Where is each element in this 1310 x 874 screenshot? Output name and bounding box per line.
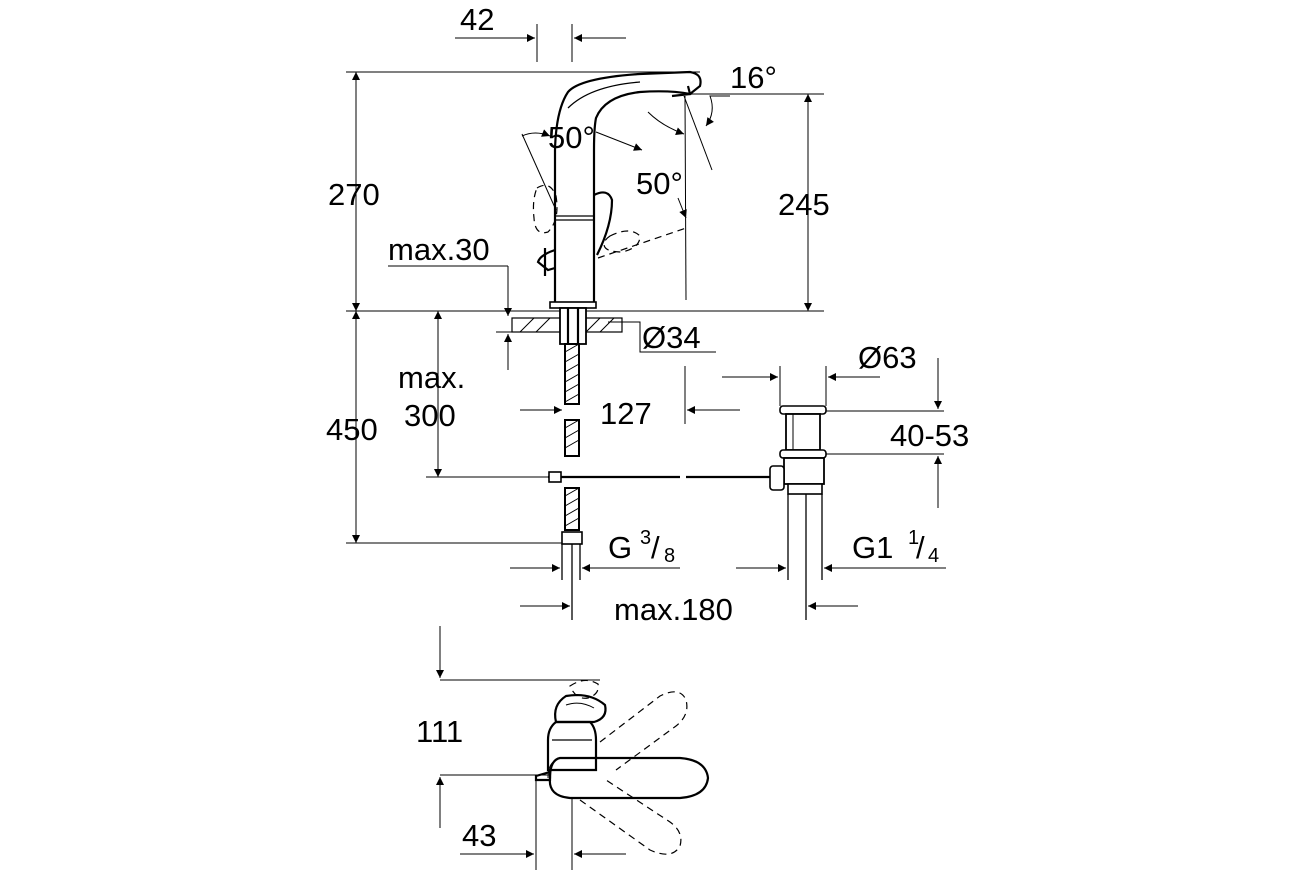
waste-tail xyxy=(783,457,825,485)
spout-angle-line xyxy=(683,95,713,171)
top-view-ghost-top xyxy=(569,679,599,699)
spout-vertical xyxy=(684,95,687,301)
hose-upper-braid xyxy=(564,343,580,403)
waste-body xyxy=(785,413,821,451)
arc-50-left xyxy=(521,129,551,137)
lever-ghost-right xyxy=(603,230,641,253)
rod-clamp xyxy=(548,471,562,483)
label-connection-thread: G xyxy=(608,530,632,565)
leader-d34 xyxy=(608,321,716,353)
label-spout-angle: 16° xyxy=(730,60,777,95)
top-view-spout xyxy=(534,770,552,782)
top-view-ghost-lower xyxy=(579,779,682,855)
label-lever-left-angle: 50° xyxy=(548,120,595,155)
faucet-elevation xyxy=(532,70,702,309)
waste-lower-nut xyxy=(787,483,823,495)
hose-mid xyxy=(564,419,580,457)
label-connection-slash: / xyxy=(651,530,660,565)
arc-16-left xyxy=(647,111,685,136)
label-waste-thread-num: 1 xyxy=(908,527,919,549)
label-connection-thread-num: 3 xyxy=(640,527,651,549)
lever-ghost-arm xyxy=(597,227,687,259)
waste-flange xyxy=(779,405,827,415)
label-deck-thickness: max.30 xyxy=(388,232,490,267)
lever-ghost-left xyxy=(532,184,558,234)
top-view-cap xyxy=(554,693,607,724)
top-view-handle xyxy=(548,756,710,800)
arc-16-right xyxy=(705,95,730,127)
label-hose-max-2: 300 xyxy=(404,398,456,433)
lever-angle-left-line xyxy=(521,133,557,211)
top-view xyxy=(436,626,710,870)
hose-nut xyxy=(561,531,583,545)
label-top-width: 42 xyxy=(460,2,494,37)
dimension-labels: 42 16° 50° 50° 270 245 max.30 Ø34 Ø63 ma… xyxy=(326,2,969,853)
label-rod-max-length: max.180 xyxy=(614,592,733,627)
label-lever-right-angle: 50° xyxy=(636,166,683,201)
label-waste-diameter: Ø63 xyxy=(858,340,917,375)
deck-hatch xyxy=(519,317,615,333)
hose-lower-braid xyxy=(564,487,580,527)
body-joint xyxy=(555,215,594,221)
label-waste-offset: 127 xyxy=(600,396,652,431)
deck xyxy=(346,71,824,620)
label-waste-slash: / xyxy=(916,530,925,565)
label-waste-height-range: 40-53 xyxy=(890,418,969,453)
waste-nut xyxy=(779,449,827,459)
dimension-lines xyxy=(352,24,946,610)
lever-small xyxy=(536,248,556,276)
shank-bolt xyxy=(566,308,580,344)
label-below-deck-length: 450 xyxy=(326,412,378,447)
label-total-height: 270 xyxy=(328,177,380,212)
label-spout-height: 245 xyxy=(778,187,830,222)
label-hole-diameter: Ø34 xyxy=(642,320,701,355)
label-waste-thread-den: 4 xyxy=(928,545,939,567)
waste-rod-port xyxy=(769,465,785,491)
arc-50-right-top xyxy=(595,131,643,151)
label-waste-thread: G1 xyxy=(852,530,893,565)
lever-handle xyxy=(593,191,614,256)
label-top-view-offset: 43 xyxy=(462,818,496,853)
top-view-handle-edge xyxy=(547,759,557,779)
arc-50-right-bottom xyxy=(677,197,687,219)
label-connection-thread-den: 8 xyxy=(664,545,675,567)
label-top-view-height: 111 xyxy=(416,714,463,749)
top-view-cap-detail xyxy=(565,702,595,709)
top-view-body xyxy=(546,720,598,772)
label-hose-max-1: max. xyxy=(398,360,465,395)
faucet-body-outline xyxy=(553,70,702,305)
waste-assembly xyxy=(769,366,944,620)
spout-highlight xyxy=(567,81,641,109)
hose-mid-braid xyxy=(564,419,580,449)
mounting-shank xyxy=(559,307,587,345)
